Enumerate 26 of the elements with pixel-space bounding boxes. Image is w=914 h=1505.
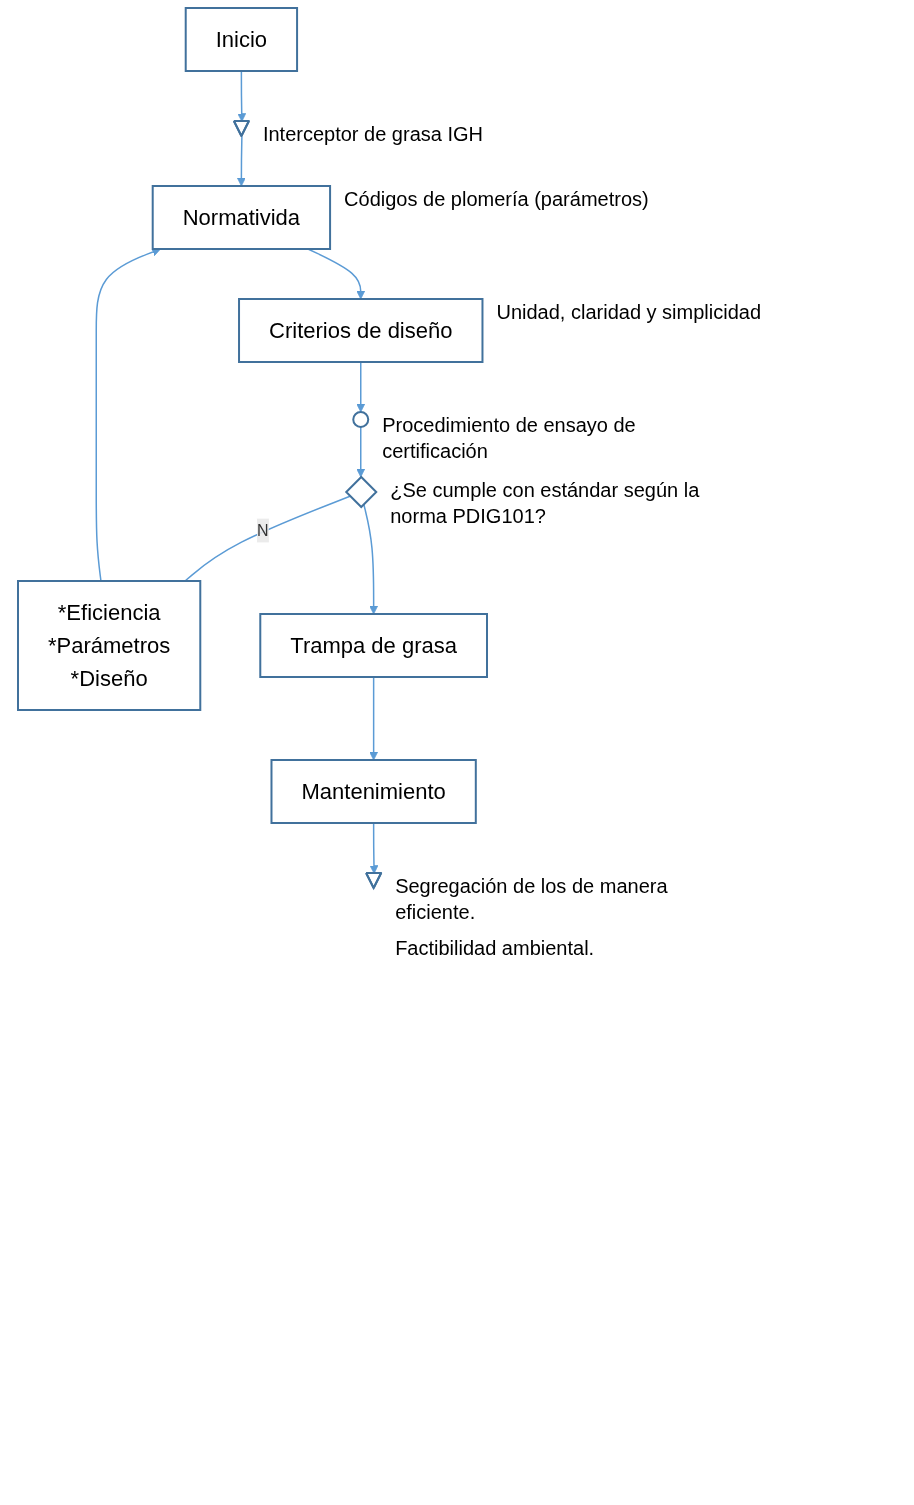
edge-label: N <box>256 521 269 539</box>
arrow <box>307 248 366 300</box>
node-box: Mantenimiento <box>270 759 477 824</box>
node-box: Inicio <box>184 7 299 72</box>
note-text: ¿Se cumple con estándar según la norma PDIG101? <box>390 478 701 529</box>
node-diamond <box>344 475 378 509</box>
arrow <box>237 135 246 187</box>
arrow <box>363 503 379 615</box>
note-text: Segregación de los de manera eficiente. <box>395 874 669 925</box>
node-box: Normativida <box>151 185 332 250</box>
arrow <box>356 361 366 413</box>
note-text: Unidad, claridad y simplicidad <box>496 300 763 325</box>
note-text: Factibilidad ambiental. <box>395 936 596 961</box>
node-box: *Eficiencia *Parámetros *Diseño <box>17 580 202 711</box>
note-text: Interceptor de grasa IGH <box>262 122 484 147</box>
node-box: Criterios de diseño <box>238 298 484 363</box>
arrow <box>369 676 379 761</box>
arrow <box>369 822 379 874</box>
arrow <box>95 247 161 582</box>
note-text: Códigos de plomería (parámetros) <box>344 187 650 212</box>
arrow <box>356 426 366 478</box>
note-text: Procedimiento de ensayo de certificación <box>382 413 637 464</box>
node-circle <box>352 411 370 428</box>
node-box: Trampa de grasa <box>259 613 488 678</box>
arrow <box>237 70 247 122</box>
connector <box>184 495 351 582</box>
